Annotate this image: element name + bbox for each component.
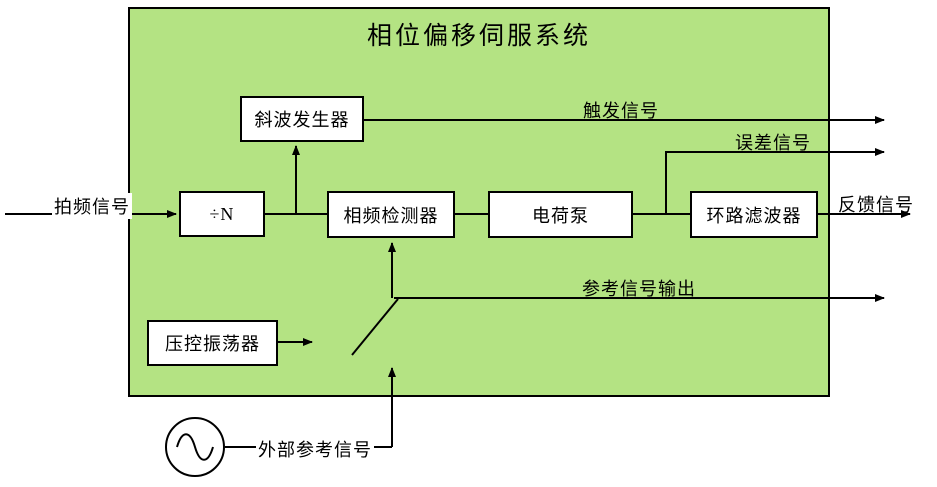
phase-frequency-detector-label: 相频检测器 [343,205,439,226]
diagram-title: 相位偏移伺服系统 [366,23,591,50]
error-signal-label: 误差信号 [735,133,811,153]
ac-source-icon [165,417,225,477]
divider-label: ÷N [209,203,235,224]
charge-pump-label: 电荷泵 [532,205,589,226]
charge-pump-box: 电荷泵 [488,191,633,238]
vco-label: 压控振荡器 [165,334,260,354]
vco-box: 压控振荡器 [147,320,278,366]
phase-frequency-detector-box: 相频检测器 [327,191,455,238]
divider-box: ÷N [179,191,265,237]
ramp-generator-label: 斜波发生器 [254,110,350,130]
beat-signal-label: 拍频信号 [52,193,132,219]
loop-filter-label: 环路滤波器 [706,205,802,226]
external-reference-label: 外部参考信号 [256,436,374,462]
reference-output-label: 参考信号输出 [582,279,696,299]
ramp-generator-box: 斜波发生器 [240,96,364,142]
feedback-signal-label: 反馈信号 [838,195,914,215]
trigger-signal-label: 触发信号 [583,101,659,121]
loop-filter-box: 环路滤波器 [690,191,818,238]
